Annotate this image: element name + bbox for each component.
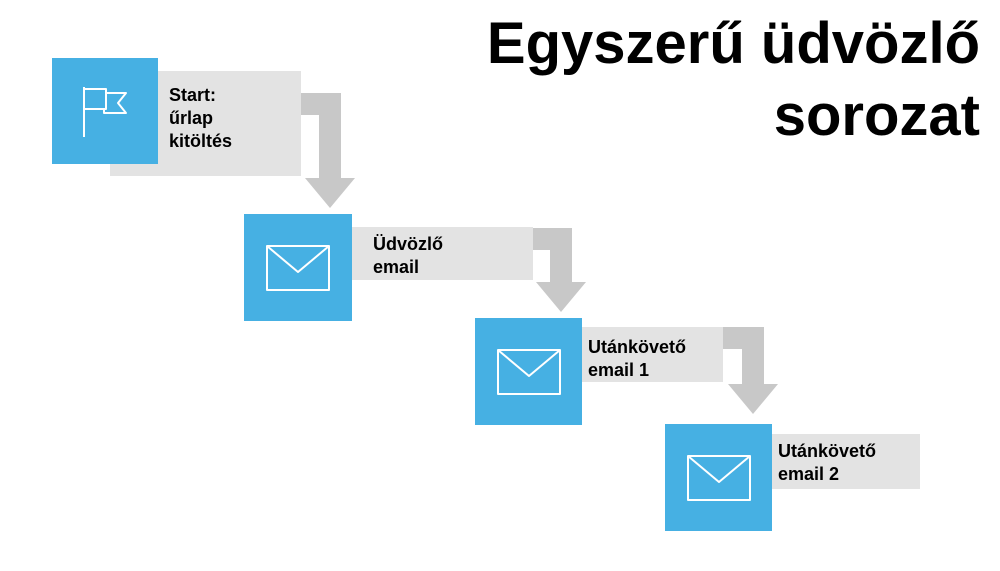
step-4-label-line-2: email 2 (778, 464, 840, 484)
envelope-icon (266, 244, 330, 291)
step-1-label: Start: űrlap kitöltés (169, 84, 232, 153)
step-2-label: Üdvözlő email (373, 233, 443, 279)
page-title: Egyszerű üdvözlő sorozat (487, 8, 980, 152)
step-3-label-line-1: Utánkövető (588, 337, 687, 357)
step-2-box (244, 214, 352, 321)
flag-icon (83, 87, 127, 137)
title-line-2: sorozat (773, 83, 980, 148)
step-2-label-line-2: email (373, 257, 420, 277)
step-1-box (52, 58, 158, 164)
step-1-label-line-2: űrlap (169, 108, 214, 128)
step-2-label-bg (352, 227, 533, 280)
step-4-label: Utánkövető email 2 (778, 440, 876, 486)
step-4-label-bg (772, 434, 920, 489)
step-3-box (475, 318, 582, 425)
step-3-label-line-2: email 1 (588, 360, 650, 380)
title-line-1: Egyszerű üdvözlő (486, 11, 980, 76)
envelope-icon (686, 454, 751, 501)
envelope-icon (496, 348, 561, 395)
step-1-label-line-3: kitöltés (169, 131, 233, 151)
step-3-label-bg (582, 327, 723, 382)
step-4-box (665, 424, 772, 531)
step-3-label: Utánkövető email 1 (588, 336, 686, 382)
step-2-label-line-1: Üdvözlő (373, 234, 443, 254)
step-4-label-line-1: Utánkövető (778, 441, 877, 461)
step-1-label-line-1: Start: (169, 85, 217, 105)
